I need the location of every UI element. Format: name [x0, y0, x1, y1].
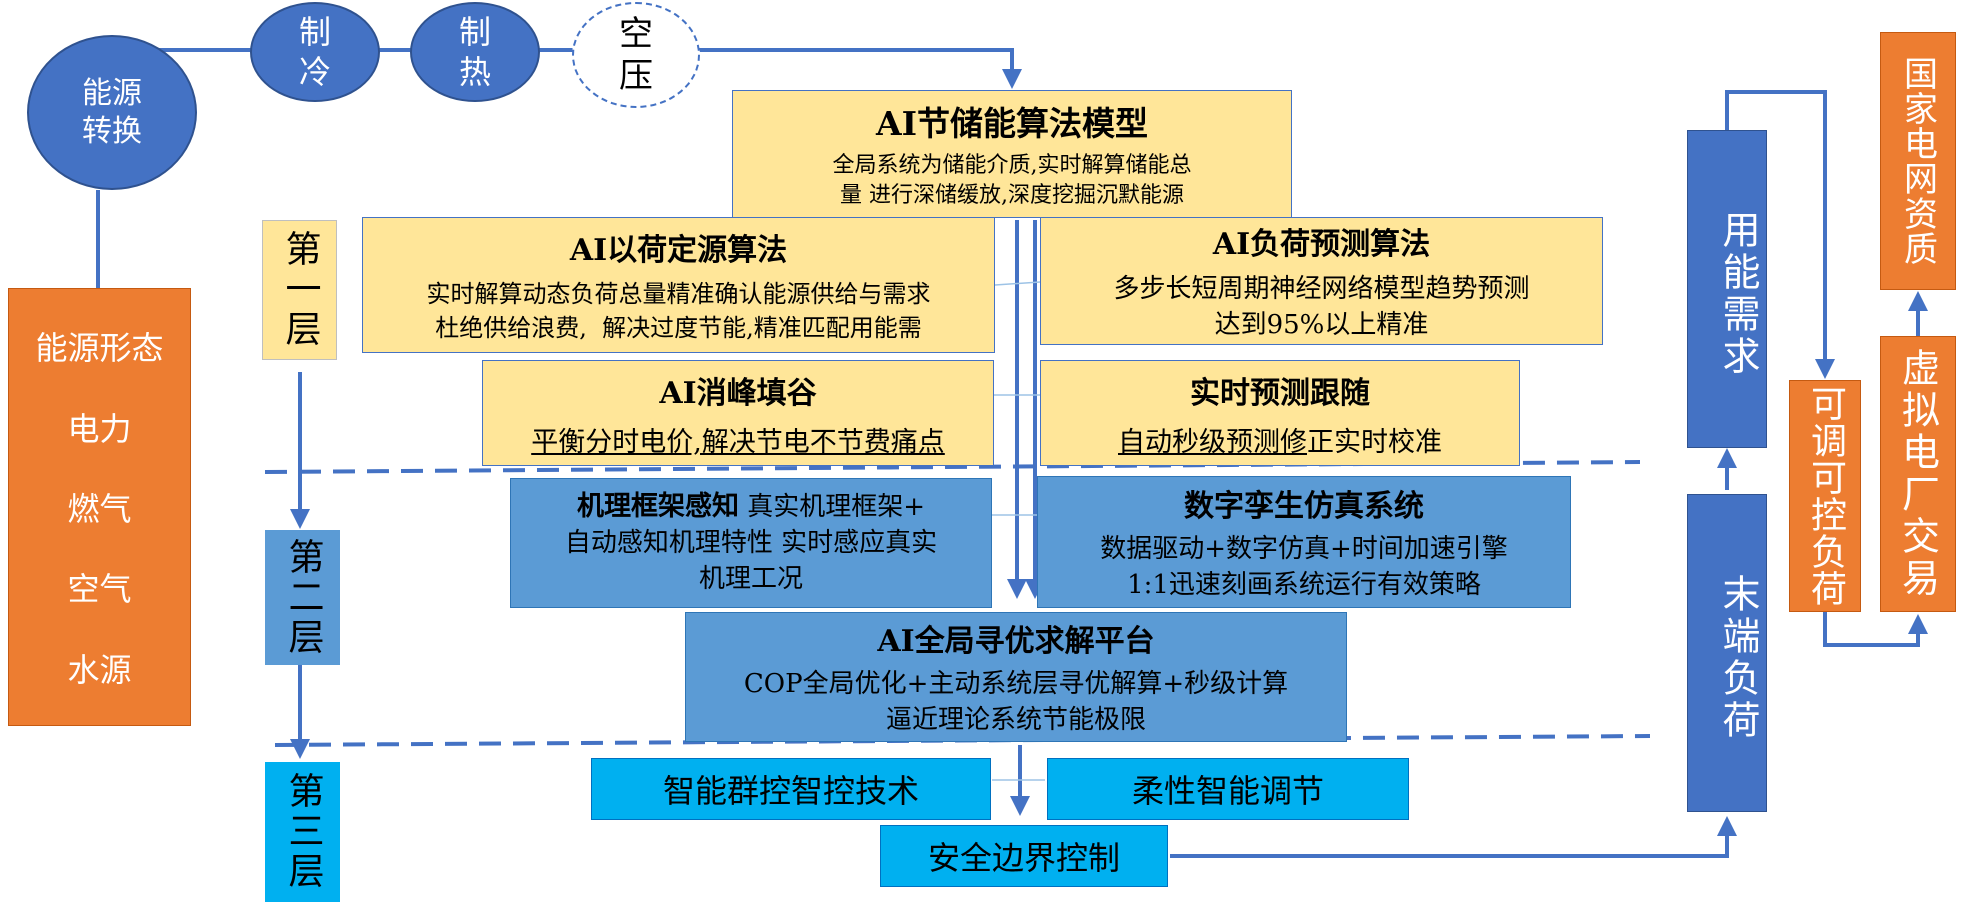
- realtime-tracking-underlined: 自动秒级预测修: [1118, 426, 1307, 458]
- load-forecast-line2: 达到95%以上精准: [1214, 310, 1429, 340]
- realtime-tracking-title: 实时预测跟随: [1190, 375, 1370, 411]
- load-source-line2: 杜绝供给浪费, 解决过度节能,精准匹配用能需: [435, 314, 922, 342]
- terminal-load-box: 末端负荷: [1687, 494, 1767, 812]
- digital-twin-line1: 数据驱动+数字仿真+时间加速引擎: [1100, 534, 1508, 564]
- load-forecast-box: AI负荷预测算法 多步长短周期神经网络模型趋势预测 达到95%以上精准: [1040, 217, 1603, 345]
- peak-shaving-line1: 平衡分时电价,解决节电不节费痛点: [531, 426, 945, 458]
- energy-forms-box: 能源形态 电力 燃气 空气 水源: [8, 288, 191, 726]
- energy-form-gas: 燃气: [67, 489, 132, 528]
- compressed-air-node: 空压: [572, 2, 700, 108]
- flexible-control-label: 柔性智能调节: [1131, 772, 1324, 810]
- cooling-label: 制冷: [298, 13, 331, 91]
- energy-demand-label: 用能需求: [1716, 210, 1760, 378]
- terminal-load-label: 末端负荷: [1716, 574, 1760, 742]
- digital-twin-title: 数字孪生仿真系统: [1184, 489, 1424, 524]
- layer-label-second: 第二层: [265, 530, 340, 665]
- load-source-title: AI以荷定源算法: [569, 233, 788, 268]
- cooling-node: 制冷: [250, 2, 380, 102]
- load-forecast-title: AI负荷预测算法: [1212, 227, 1431, 262]
- global-optimizer-box: AI全局寻优求解平台 COP全局优化+主动系统层寻优解算+秒级计算 逼近理论系统…: [685, 612, 1347, 742]
- global-optimizer-title: AI全局寻优求解平台: [877, 624, 1155, 659]
- adjustable-load-box: 可调可控负荷: [1789, 380, 1861, 612]
- storage-model-box: AI节储能算法模型 全局系统为储能介质,实时解算储能总 量 进行深储缓放,深度挖…: [732, 90, 1292, 218]
- global-optimizer-line2: 逼近理论系统节能极限: [885, 705, 1146, 735]
- load-source-box: AI以荷定源算法 实时解算动态负荷总量精准确认能源供给与需求 杜绝供给浪费, 解…: [362, 217, 995, 353]
- layer-label-first: 第一层: [262, 220, 337, 360]
- adjustable-load-label: 可调可控负荷: [1805, 385, 1846, 607]
- energy-form-air: 空气: [67, 570, 132, 609]
- mechanism-title: 机理框架感知: [576, 491, 739, 522]
- energy-form-electricity: 电力: [67, 409, 132, 448]
- digital-twin-box: 数字孪生仿真系统 数据驱动+数字仿真+时间加速引擎 1:1迅速刻画系统运行有效策…: [1037, 476, 1571, 608]
- storage-model-title: AI节储能算法模型: [875, 104, 1149, 143]
- energy-conversion-node: 能源转换: [27, 35, 197, 190]
- mechanism-box: 机理框架感知 真实机理框架+ 自动感知机理特性 实时感应真实 机理工况: [510, 478, 992, 608]
- demand-to-adjustable-arrow: [1725, 90, 1835, 379]
- flexible-control-box: 柔性智能调节: [1047, 758, 1409, 820]
- global-optimizer-line1: COP全局优化+主动系统层寻优解算+秒级计算: [743, 669, 1289, 699]
- peak-shaving-title: AI消峰填谷: [659, 375, 817, 411]
- national-grid-box: 国家电网资质: [1880, 32, 1956, 290]
- safety-to-terminal-arrow: [1170, 816, 1737, 858]
- energy-forms-title: 能源形态: [35, 329, 164, 368]
- load-source-line1: 实时解算动态负荷总量精准确认能源供给与需求: [426, 280, 931, 308]
- realtime-tracking-rest: 正实时校准: [1307, 426, 1442, 458]
- layer-label-third: 第三层: [265, 762, 340, 902]
- group-control-label: 智能群控智控技术: [662, 772, 919, 810]
- safety-boundary-box: 安全边界控制: [880, 825, 1168, 887]
- heating-label: 制热: [458, 13, 491, 91]
- storage-model-line2: 量 进行深储缓放,深度挖掘沉默能源: [840, 183, 1184, 208]
- national-grid-label: 国家电网资质: [1897, 56, 1938, 266]
- energy-demand-box: 用能需求: [1687, 130, 1767, 448]
- compressed-air-label: 空压: [619, 14, 653, 96]
- layer-separator-1: [264, 460, 1641, 474]
- mechanism-line3: 机理工况: [698, 564, 803, 594]
- digital-twin-line2: 1:1迅速刻画系统运行有效策略: [1127, 570, 1481, 600]
- to-storage-model-arrow: [695, 48, 1022, 89]
- energy-conversion-label: 能源转换: [82, 75, 142, 149]
- adjustable-to-vpp-arrow: [1823, 612, 1928, 647]
- energy-form-water: 水源: [67, 650, 132, 689]
- group-control-box: 智能群控智控技术: [591, 758, 991, 820]
- load-forecast-line1: 多步长短周期神经网络模型趋势预测: [1113, 274, 1530, 304]
- peak-shaving-box: AI消峰填谷 平衡分时电价,解决节电不节费痛点: [482, 360, 994, 466]
- virtual-power-plant-label: 虚拟电厂交易: [1895, 348, 1940, 600]
- storage-model-line1: 全局系统为储能介质,实时解算储能总: [832, 153, 1192, 178]
- mechanism-title-rest: 真实机理框架+: [747, 492, 926, 522]
- heating-node: 制热: [410, 2, 540, 102]
- realtime-tracking-box: 实时预测跟随 自动秒级预测修正实时校准: [1040, 360, 1520, 466]
- virtual-power-plant-box: 虚拟电厂交易: [1880, 336, 1956, 612]
- mechanism-line2: 自动感知机理特性 实时感应真实: [564, 528, 938, 558]
- safety-boundary-label: 安全边界控制: [927, 839, 1120, 877]
